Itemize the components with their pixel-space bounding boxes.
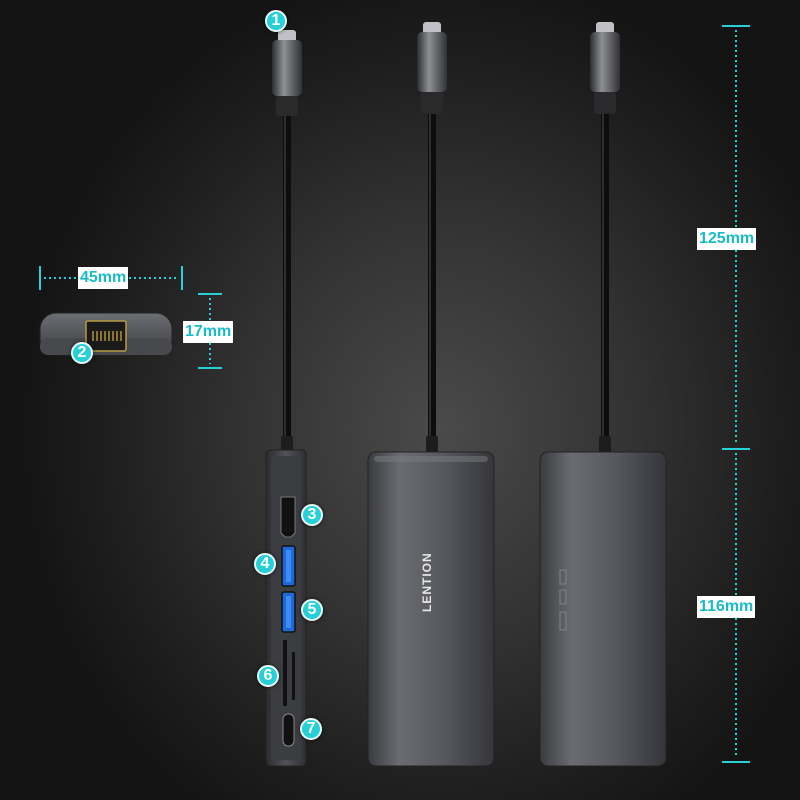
hub-side-view [265,449,307,767]
brand-logo: LENTION [420,552,434,612]
cable-length-label: 125mm [697,228,757,250]
width-dimension-label: 45mm [78,267,129,289]
regulatory-marks [559,569,567,631]
tf-card-slot [292,652,295,700]
callout-4: 4 [254,553,276,575]
usb-c-plug-middle [417,22,447,114]
ethernet-end-view [39,312,173,356]
hub-back-view [539,451,667,767]
height-dimension-label: 17mm [183,321,234,343]
callout-7: 7 [300,718,322,740]
rj45-port [85,320,127,352]
length-dimension-line [722,25,750,763]
usb-c-cables [283,108,609,444]
hub-length-label: 116mm [697,596,756,618]
callout-2: 2 [71,342,93,364]
height-dimension-line [198,293,222,369]
callout-3: 3 [301,504,323,526]
sd-card-slot [283,640,287,706]
usb-c-plug-right [590,22,620,114]
callout-6: 6 [257,665,279,687]
usb-c-plug-left [272,30,302,116]
callout-5: 5 [301,599,323,621]
hdmi-port [280,496,296,538]
hub-front-view [367,451,495,767]
callout-1: 1 [265,10,287,32]
usb-c-port [282,713,295,747]
